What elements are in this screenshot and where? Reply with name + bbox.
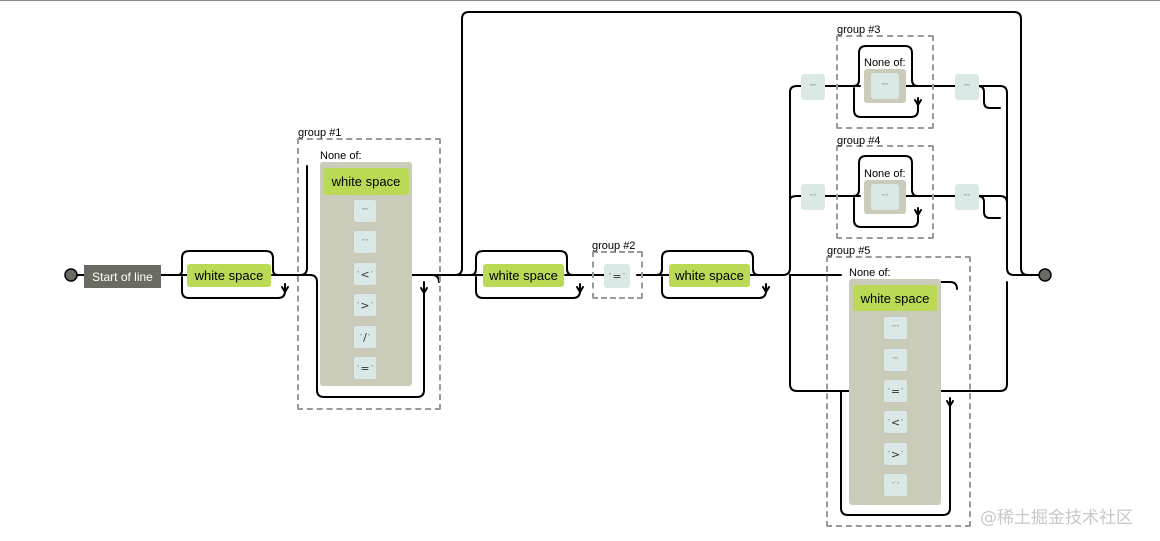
rail-g4-c [977, 195, 1008, 204]
rail-g3-c-loop [977, 85, 1001, 109]
rail-ws2-top [469, 250, 574, 276]
start-of-line-box: Start of line [84, 265, 161, 288]
rail-ws1-top [177, 250, 279, 276]
group-4-literal-inner: "'" [871, 184, 899, 210]
watermark: @稀土掘金技术社区 [980, 508, 1133, 528]
white-space-box-1: white space [187, 264, 271, 287]
group-4-literal-after: "'" [955, 184, 979, 210]
group-4-frame [836, 145, 934, 239]
rail-g4-loop-arrow [914, 209, 922, 216]
group-4-none-of-label: None of: [864, 168, 906, 180]
group-5-none-of-label: None of: [849, 267, 891, 279]
rail-ws3-bottom [661, 276, 767, 299]
rail-branch-g4 [789, 195, 807, 201]
group-5-literal-double-quote: """ [883, 316, 908, 340]
rail-branch-g3 [789, 85, 807, 269]
group-2-literal-equals: "=" [604, 264, 630, 288]
group-5-literal-less-than: "<" [883, 410, 908, 434]
rail-g5-arrow [946, 400, 954, 407]
group-5-literal-single-quote: "'" [883, 348, 908, 372]
group-4-label: group #4 [837, 135, 881, 147]
group-1-literal-greater-than: ">" [353, 293, 377, 317]
rail-ws3-out [747, 267, 791, 276]
start-node [64, 268, 78, 282]
group-1-literal-equals: "=" [353, 356, 377, 380]
rail-ws3-arrow [762, 286, 770, 293]
rail-g3-loop-arrow [914, 99, 922, 106]
rail-g4-c-loop [977, 195, 1001, 219]
group-4-literal-before: "'" [801, 184, 825, 210]
group-3-none-of-label: None of: [864, 57, 906, 69]
group-3-frame [836, 35, 934, 129]
rail-ws1-bottom [181, 276, 286, 299]
group-1-literal-less-than: "<" [353, 262, 377, 286]
group-1-label: group #1 [298, 127, 342, 139]
rail-ws1-arrow [281, 286, 289, 293]
group-5-literal-backtick: "`" [883, 473, 908, 497]
rail-ws3-top [655, 250, 760, 276]
rail-g4-loop-top [852, 155, 919, 197]
group-3-literal-after: """ [955, 74, 979, 100]
rail-g5-top-right [939, 281, 958, 290]
group-3-label: group #3 [837, 24, 881, 36]
group-1-literal-single-quote: "'" [353, 230, 377, 254]
rail-g3-loop-bottom [853, 87, 919, 118]
rail-top-bypass [439, 11, 1041, 276]
group-3-literal-before: """ [801, 74, 825, 100]
white-space-box-2: white space [483, 264, 564, 287]
rail-g1-left [299, 274, 425, 398]
rail-g3-loop-top [852, 45, 919, 87]
group-5-frame [826, 256, 971, 527]
rail-g1-arrow [420, 287, 428, 294]
group-5-literal-equals: "=" [883, 379, 908, 403]
rail-ws2-arrow [576, 286, 584, 293]
group-1-literal-slash: "/" [353, 325, 377, 349]
rail-ws2-bottom [475, 276, 581, 299]
group-3-literal-inner: """ [871, 73, 899, 99]
group-1-literal-double-quote: """ [353, 199, 377, 223]
white-space-box-3: white space [669, 264, 750, 287]
group-2-label: group #2 [592, 240, 636, 252]
group-2-frame [592, 251, 643, 299]
window-top-border [0, 0, 1160, 1]
group-1-frame [297, 138, 441, 410]
rail-end [1006, 267, 1041, 276]
rail-g3-c [977, 85, 1008, 269]
rail-g4-loop-bottom [853, 197, 919, 228]
group-5-label: group #5 [827, 245, 871, 257]
end-node [1038, 268, 1052, 282]
group-5-literal-greater-than: ">" [883, 442, 908, 466]
rail-g5-left [840, 390, 951, 516]
group-5-white-space: white space [853, 285, 937, 311]
group-1-none-of-label: None of: [320, 150, 362, 162]
group-1-white-space: white space [323, 168, 409, 195]
